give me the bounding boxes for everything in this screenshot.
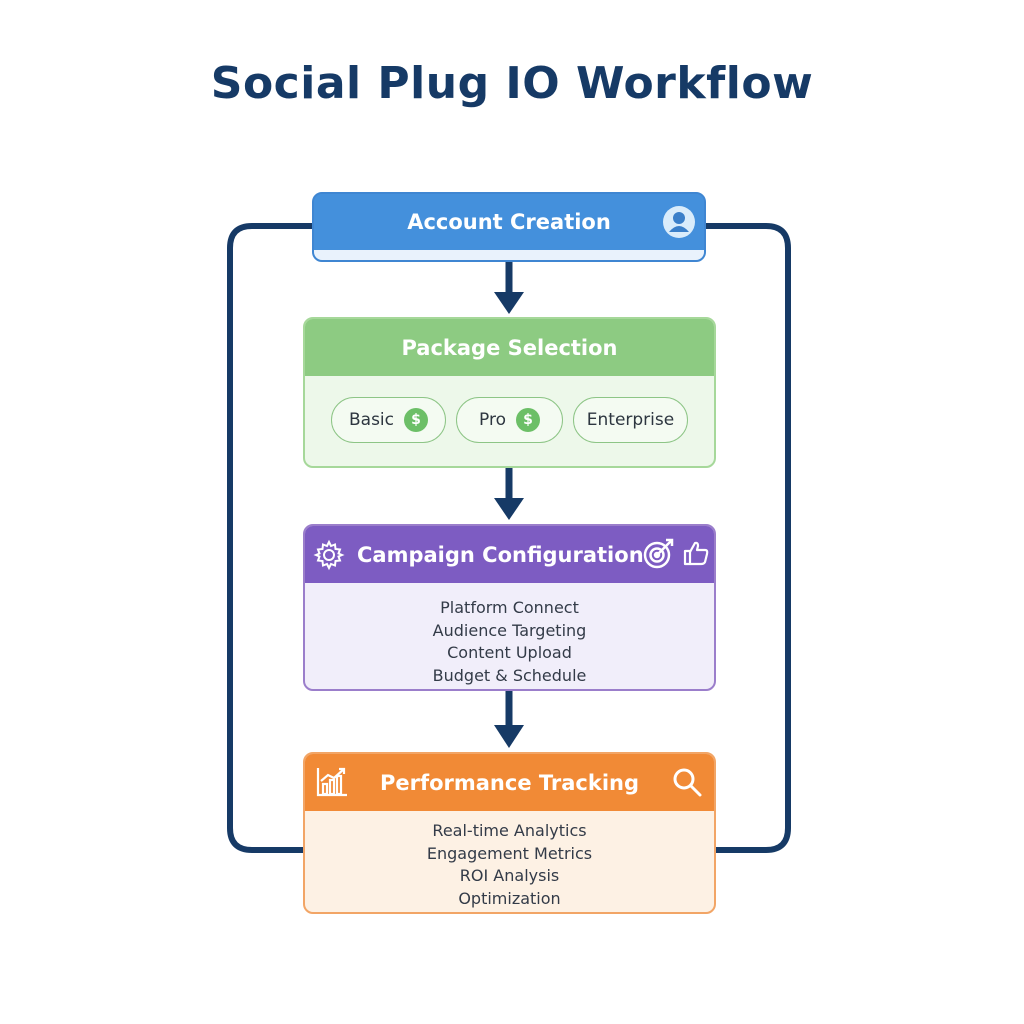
performance-step: Optimization [458, 888, 561, 908]
package-option-label: Enterprise [586, 410, 675, 430]
account-creation-label: Account Creation [407, 210, 611, 234]
diagram-title: Social Plug IO Workflow [210, 58, 814, 109]
campaign-configuration-steps: Platform Connect Audience Targeting Cont… [305, 583, 714, 687]
campaign-step: Platform Connect [440, 598, 579, 617]
package-options: Basic $ Pro $ Enterprise [305, 376, 714, 443]
campaign-configuration-label: Campaign Configuration [357, 542, 644, 567]
package-option-basic[interactable]: Basic $ [331, 397, 446, 443]
campaign-configuration-header: Campaign Configuration [305, 526, 714, 583]
account-creation-node: Account Creation [312, 192, 706, 262]
package-option-enterprise[interactable]: Enterprise [573, 397, 688, 443]
performance-step: ROI Analysis [459, 866, 560, 885]
package-selection-header: Package Selection [305, 319, 714, 376]
performance-tracking-header: Performance Tracking [305, 754, 714, 811]
feedback-loop-right [706, 223, 791, 853]
package-selection-node: Package Selection Basic $ Pro $ Enterpri… [303, 317, 716, 468]
gear-icon [313, 539, 345, 571]
campaign-step: Budget & Schedule [432, 665, 587, 685]
performance-tracking-node: Performance Tracking Real-time Analytics… [303, 752, 716, 914]
dollar-icon: $ [404, 408, 428, 432]
thumbs-up-icon [681, 538, 711, 568]
performance-tracking-steps: Real-time Analytics Engagement Metrics R… [305, 811, 714, 910]
performance-tracking-label: Performance Tracking [379, 770, 640, 795]
arrow-account-to-package [494, 262, 524, 314]
account-creation-header: Account Creation [314, 194, 704, 250]
campaign-step: Audience Targeting [432, 620, 587, 640]
package-option-label: Pro [479, 410, 506, 430]
target-icon [642, 536, 676, 570]
arrow-campaign-to-performance [494, 691, 524, 748]
package-option-label: Basic [348, 410, 394, 430]
account-creation-footer [314, 250, 704, 260]
campaign-step: Content Upload [447, 643, 572, 662]
package-selection-label: Package Selection [401, 335, 618, 360]
package-option-pro[interactable]: Pro $ [456, 397, 563, 443]
campaign-configuration-node: Campaign Configuration Platform Connect … [303, 524, 716, 691]
chart-icon [315, 766, 349, 798]
feedback-loop-left [227, 223, 312, 853]
search-icon [670, 765, 704, 799]
performance-step: Real-time Analytics [432, 821, 587, 840]
performance-step: Engagement Metrics [426, 843, 593, 863]
dollar-icon: $ [515, 408, 540, 432]
user-icon [662, 205, 696, 239]
arrow-package-to-campaign [494, 468, 524, 520]
